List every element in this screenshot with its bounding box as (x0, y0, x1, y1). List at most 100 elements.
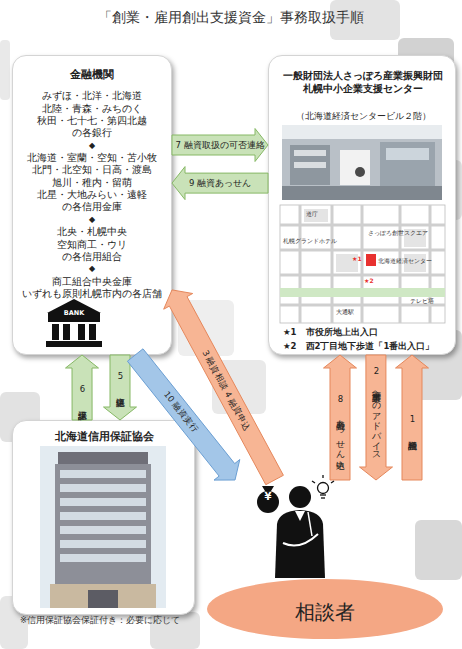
entrance-note: ★2 西2丁目地下歩道「1番出入口」 (283, 341, 434, 352)
light-bulb (331, 481, 334, 483)
block-arrow (324, 355, 357, 480)
background-square (150, 612, 200, 649)
light-bulb (312, 475, 334, 498)
consultant-figure (289, 486, 311, 508)
bank-list: 北央・札幌中央 空知商工・ウリ の各信用組合 (13, 226, 171, 263)
building-photo (60, 470, 146, 562)
consultant-ellipse: 相談者 (205, 480, 445, 640)
text-line: 札幌中小企業支援センター (269, 82, 457, 95)
light-bulb (322, 475, 323, 478)
text-line: いずれも原則札幌市内の各店舗 (13, 288, 171, 300)
building-photo (60, 470, 146, 478)
block-arrow (396, 355, 429, 480)
support-center-box: 一般財団法人さっぽろ産業振興財団 札幌中小企業支援センター （北海道経済センタービ… (268, 55, 456, 355)
bank-icon (89, 324, 96, 340)
address-note: （北海道経済センタービル２階） (269, 111, 457, 123)
access-map (280, 274, 445, 277)
text-line: 北海道・室蘭・空知・苫小牧 (13, 152, 171, 164)
bank-icon (78, 324, 85, 340)
consultant-figure (295, 511, 305, 521)
text-line: 北星・大地みらい・遠軽 (13, 189, 171, 201)
separator-diamond: ◆ (13, 215, 171, 225)
office-photo (294, 150, 326, 156)
office-photo (340, 150, 370, 185)
bank-list: 商工組合中央金庫 いずれも原則札幌市内の各店舗 (13, 276, 171, 301)
building-photo (55, 464, 151, 584)
building-photo (88, 590, 118, 608)
office-photo (380, 142, 435, 188)
text-line: 秋田・七十七・第四北越 (13, 115, 171, 127)
access-map (280, 288, 445, 297)
access-map (280, 304, 445, 307)
text-line: の各信用組合 (13, 251, 171, 263)
diagram-title: 「創業・雇用創出支援資金」事務取扱手順 (0, 9, 462, 25)
background-square (330, 0, 400, 40)
building-photo (60, 540, 146, 548)
text-line: みずほ・北洋・北海道 (13, 90, 171, 102)
building-photo (58, 452, 148, 464)
access-map (366, 254, 376, 266)
bank-icon (47, 299, 101, 313)
text-line: 旭川・稚内・留萌 (13, 177, 171, 189)
access-map (280, 224, 445, 227)
footnote: ※信用保証協会保証付き：必要に応じて (20, 616, 180, 625)
bank-icon (46, 341, 102, 347)
ellipse-text: 相談者 (205, 599, 445, 625)
access-map (404, 254, 426, 272)
bank-icon (52, 324, 59, 340)
building-photo (60, 512, 146, 520)
money-bag (257, 486, 279, 513)
access-map (280, 205, 445, 323)
access-map (399, 205, 402, 323)
light-bulb (318, 483, 329, 494)
building-photo (60, 554, 146, 562)
block-arrow (172, 167, 268, 200)
bank-list: 北海道・室蘭・空知・苫小牧 北門・北空知・日高・渡島 旭川・稚内・留萌 北星・大… (13, 152, 171, 214)
building-photo (60, 498, 146, 506)
access-map (331, 205, 334, 323)
light-bulb (321, 497, 325, 498)
office-photo (294, 162, 326, 168)
consultant-figure (308, 512, 312, 536)
office-photo (290, 145, 330, 185)
office-photo (282, 125, 442, 200)
money-bag (257, 491, 279, 513)
consultant-figure (275, 510, 325, 578)
box-heading: 金融機関 (13, 68, 171, 82)
consultant-figure (275, 486, 325, 578)
box-heading: 一般財団法人さっぽろ産業振興財団 札幌中小企業支援センター (269, 69, 457, 95)
access-map (304, 209, 328, 222)
money-bag (262, 486, 274, 491)
background-square (415, 520, 462, 580)
separator-diamond: ◆ (13, 264, 171, 274)
office-photo (282, 186, 442, 200)
bank-icon (48, 313, 100, 322)
office-photo (355, 167, 365, 177)
block-arrow (360, 355, 393, 480)
separator-diamond: ◆ (13, 141, 171, 151)
access-map (429, 205, 432, 323)
institution-box: 金融機関みずほ・北洋・北海道 北陸・青森・みちのく 秋田・七十七・第四北越 の各… (12, 55, 172, 355)
text-line: 空知商工・ウリ (13, 239, 171, 251)
building-photo (60, 526, 146, 534)
entrance-note: ★1 市役所地上出入口 (283, 327, 378, 338)
bank-icon (63, 324, 70, 340)
text-line: 商工組合中央金庫 (13, 276, 171, 288)
bank-list: みずほ・北洋・北海道 北陸・青森・みちのく 秋田・七十七・第四北越 の各銀行 (13, 90, 171, 139)
building-photo (40, 446, 166, 608)
background-square (0, 40, 10, 100)
office-photo (386, 148, 429, 160)
block-arrow (127, 349, 239, 480)
office-photo (282, 125, 442, 139)
building-photo (40, 446, 166, 608)
text-line: の各銀行 (13, 127, 171, 139)
access-map (280, 205, 445, 323)
block-arrow (66, 355, 99, 420)
access-map (404, 229, 426, 247)
block-arrow (172, 129, 268, 162)
guarantee-box: 北海道信用保証協会 (12, 420, 195, 615)
